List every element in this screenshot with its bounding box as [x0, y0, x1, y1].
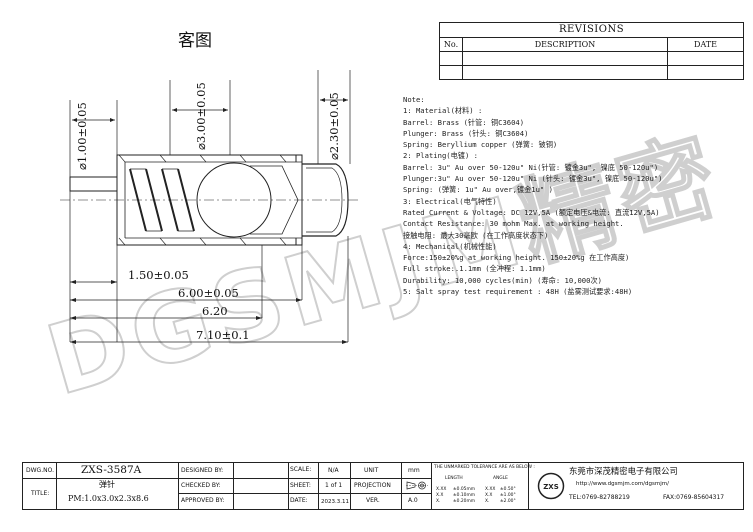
tb-col-line — [431, 463, 432, 509]
note-line: 4: Mechanical(机械性能) — [403, 241, 497, 251]
tol-cell: ±2.00° — [500, 499, 516, 504]
barrel-inner-wall — [124, 161, 302, 239]
length-dims — [69, 191, 349, 343]
note-line: Durability: 10,000 cycles(min) (寿命: 10,0… — [403, 275, 602, 285]
dim-arrows — [70, 98, 348, 344]
company-logo-icon: ZXS — [537, 472, 565, 500]
tolerance-length-header: LENGTH — [445, 476, 463, 481]
tol-cell: ±0.50° — [500, 487, 516, 492]
unit-label: UNIT — [364, 467, 379, 474]
checked-by-label: CHECKED BY: — [181, 482, 221, 489]
title-block: DWG.NO. ZXS-3587A TITLE: 弹针 PM:1.0x3.0x2… — [22, 462, 744, 510]
tb-row-line — [178, 493, 431, 494]
note-line: Rated Current & Voltage: DC 12V,5A (额定电压… — [403, 207, 660, 217]
tb-row-line — [288, 478, 431, 479]
unit-value: mm — [408, 467, 420, 474]
tol-cell: ±0.05mm — [453, 487, 476, 492]
tb-col-line — [288, 463, 289, 509]
notes-block: Note: 1: Material(材料) : Barrel: Brass (针… — [403, 94, 663, 297]
note-line: 3: Electrical(电气特性) — [403, 196, 497, 206]
note-line: Spring: Beryllium copper (弹簧: 铍铜) — [403, 140, 558, 150]
dim-barrel-length: 6.00±0.05 — [178, 286, 239, 300]
title-cn: 弹针 — [99, 480, 115, 489]
note-line: Plunger:3u" Au over 50-120u" Ni (针头: 镀金3… — [403, 174, 663, 184]
tol-cell: ±0.20mm — [453, 499, 476, 504]
note-line: Note: — [403, 95, 425, 104]
tb-col-line — [401, 463, 402, 509]
note-line: Plunger: Brass (针头: 铜C3604) — [403, 128, 529, 138]
view-title: 客图 — [178, 31, 212, 51]
tb-col-line — [528, 463, 529, 509]
dim-tip-diameter: ⌀1.00±0.05 — [75, 102, 89, 170]
revisions-row-line — [440, 65, 743, 66]
tip-shaft — [69, 176, 118, 192]
tol-cell: X.XX — [485, 487, 496, 492]
revisions-divider — [667, 38, 668, 79]
title-label: TITLE: — [31, 490, 50, 497]
note-line: Full stroke:.1.1mm (全冲程: 1.1mm) — [403, 264, 546, 274]
diameter-dims — [69, 70, 351, 177]
tol-cell: ±1.00° — [500, 493, 516, 498]
note-line: Force:150±20%g at working height. 150±20… — [403, 253, 630, 263]
note-line: 5: Salt spray test requirement : 48H (盐雾… — [403, 287, 633, 297]
wall-hatching — [118, 154, 287, 246]
dim-working-length: 6.20 — [202, 304, 228, 318]
note-line: Barrel: Brass (针管: 铜C3604) — [403, 117, 525, 127]
plunger-inner-line — [306, 167, 343, 233]
revisions-divider — [462, 38, 463, 79]
tb-row-line — [23, 478, 288, 479]
designed-by-label: DESIGNED BY: — [181, 467, 224, 474]
approved-by-label: APPROVED BY: — [181, 497, 225, 504]
dim-tip-length: 1.50±0.05 — [128, 268, 189, 282]
tolerance-title: THE UNMARKED TOLERANCE ARE AS BELOW : — [434, 465, 535, 470]
logo-text: ZXS — [543, 483, 559, 491]
tol-cell: ±0.10mm — [453, 493, 476, 498]
scale-value: N/A — [328, 467, 339, 474]
date-label: DATE: — [290, 497, 308, 504]
revisions-col-no: No. — [440, 38, 462, 52]
tb-col-line — [56, 463, 57, 509]
revisions-title: REVISIONS — [440, 23, 743, 38]
sheet-value: 1 of 1 — [325, 482, 343, 489]
dim-total-length: 7.10±0.1 — [196, 328, 250, 342]
tol-cell: X.X — [436, 493, 444, 498]
revisions-table: REVISIONS No. DESCRIPTION DATE — [439, 22, 744, 80]
revisions-col-date: DATE — [668, 38, 743, 52]
ver-value: A.0 — [408, 497, 418, 504]
tb-col-line — [178, 463, 179, 509]
tol-cell: X.XX — [436, 487, 447, 492]
tb-col-line — [233, 463, 234, 509]
note-line: Contact Resistance: 30 mohm Max. at work… — [403, 219, 624, 229]
company-name: 东莞市深茂精密电子有限公司 — [569, 466, 678, 476]
tol-cell: X.X — [485, 493, 493, 498]
company-fax: FAX:0769-85604317 — [663, 494, 725, 501]
dim-body-diameter: ⌀3.00±0.05 — [194, 82, 208, 150]
projection-symbol-icon — [406, 481, 428, 490]
dwg-no: ZXS-3587A — [81, 464, 142, 476]
tb-col-line — [318, 463, 319, 509]
note-line: 1: Material(材料) : — [403, 106, 483, 116]
ver-label: VER. — [366, 497, 380, 504]
dwg-no-label: DWG.NO. — [26, 467, 54, 474]
tol-cell: X. — [485, 499, 490, 504]
projection-label: PROJECTION — [354, 482, 391, 489]
note-line: 2: Plating(电镀) : — [403, 151, 478, 161]
note-line: Spring: (弹簧: 1u" Au over,镀金1u" ) — [403, 185, 553, 195]
tolerance-angle-header: ANGLE — [493, 476, 508, 481]
tol-cell: X. — [436, 499, 441, 504]
company-website: http://www.dgsmjm.com/dgsmjm/ — [576, 481, 669, 487]
scale-label: SCALE: — [290, 466, 312, 473]
company-tel: TEL:0769-82788219 — [569, 494, 630, 501]
sheet-label: SHEET: — [290, 482, 311, 489]
title-spec: PM:1.0x3.0x2.3x8.6 — [68, 494, 149, 503]
note-line: Barrel: 3u" Au over 50-120u" Ni(针管: 镀金3u… — [403, 162, 659, 172]
date-value: 2023.3.11 — [321, 499, 349, 505]
tb-col-line — [350, 463, 351, 509]
note-line: 接触电阻: 最大30毫欧 (在工作高度状态下) — [403, 230, 549, 240]
revisions-col-description: DESCRIPTION — [463, 38, 667, 52]
dim-plunger-diameter: ⌀2.30±0.05 — [327, 92, 341, 160]
